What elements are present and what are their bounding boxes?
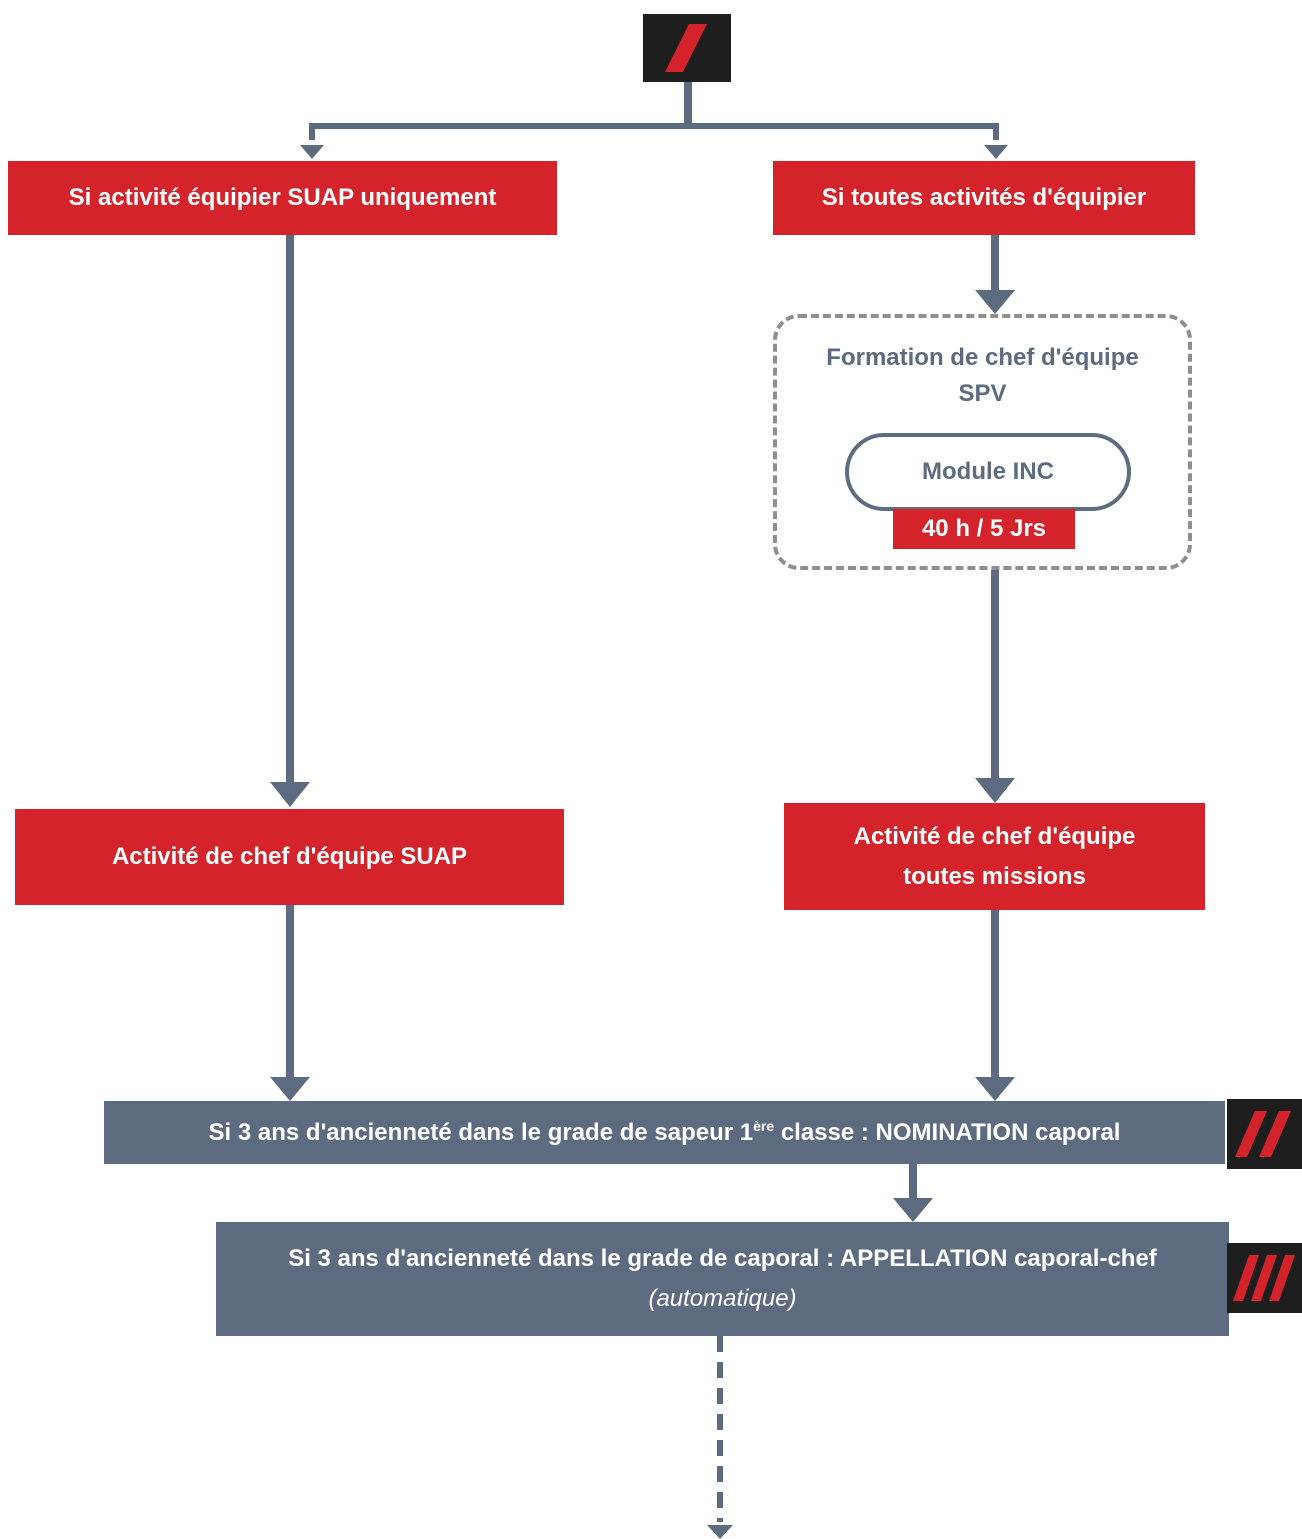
arrowhead-right-2 bbox=[975, 778, 1015, 803]
module-inc-node: Module INC bbox=[845, 433, 1131, 511]
suap-only-label: Si activité équipier SUAP uniquement bbox=[68, 184, 497, 211]
appellation-line1: Si 3 ans d'ancienneté dans le grade de c… bbox=[288, 1245, 1157, 1272]
arrowhead-right-1 bbox=[975, 290, 1015, 314]
arrowhead-left-2 bbox=[270, 1077, 310, 1101]
chief-suap-node: Activité de chef d'équipe SUAP bbox=[15, 809, 564, 905]
appellation-line2: (automatique) bbox=[648, 1285, 797, 1312]
arrowhead-top-left bbox=[300, 145, 324, 159]
arrowhead-bottom bbox=[707, 1525, 733, 1539]
suap-only-node: Si activité équipier SUAP uniquement bbox=[8, 161, 557, 235]
appellation-node: Si 3 ans d'ancienneté dans le grade de c… bbox=[216, 1222, 1229, 1336]
duration-label: 40 h / 5 Jrs bbox=[921, 515, 1047, 542]
training-title-line1: Formation de chef d'équipe bbox=[826, 344, 1139, 371]
nomination-text-pre: Si 3 ans d'ancienneté dans le grade de s… bbox=[208, 1118, 754, 1146]
nomination-superscript: ère bbox=[753, 1117, 775, 1134]
training-title-line2: SPV bbox=[958, 380, 1007, 407]
all-activities-node: Si toutes activités d'équipier bbox=[773, 161, 1195, 235]
chief-suap-label: Activité de chef d'équipe SUAP bbox=[111, 843, 468, 870]
connector-top-split bbox=[309, 123, 999, 140]
nomination-text-post: classe : NOMINATION caporal bbox=[774, 1118, 1121, 1146]
chief-all-line1: Activité de chef d'équipe bbox=[853, 822, 1136, 850]
duration-badge: 40 h / 5 Jrs bbox=[893, 509, 1075, 549]
arrowhead-mid bbox=[893, 1198, 933, 1222]
training-title: Formation de chef d'équipe SPV bbox=[773, 340, 1192, 412]
slash-icon-1 bbox=[643, 14, 731, 82]
chief-all-line2: toutes missions bbox=[903, 862, 1086, 890]
all-activities-label: Si toutes activités d'équipier bbox=[821, 184, 1147, 211]
arrowhead-left-1 bbox=[270, 782, 310, 807]
nomination-label: Si 3 ans d'ancienneté dans le grade de s… bbox=[209, 1113, 1121, 1153]
slash-icon-3 bbox=[1227, 1243, 1302, 1313]
module-inc-label: Module INC bbox=[922, 458, 1054, 485]
nomination-node: Si 3 ans d'ancienneté dans le grade de s… bbox=[104, 1101, 1225, 1164]
training-group bbox=[773, 314, 1192, 570]
chief-all-node: Activité de chef d'équipe toutes mission… bbox=[784, 803, 1205, 910]
arrowhead-right-3 bbox=[975, 1077, 1015, 1101]
arrowhead-top-right bbox=[984, 145, 1008, 159]
slash-icon-2 bbox=[1227, 1099, 1302, 1169]
